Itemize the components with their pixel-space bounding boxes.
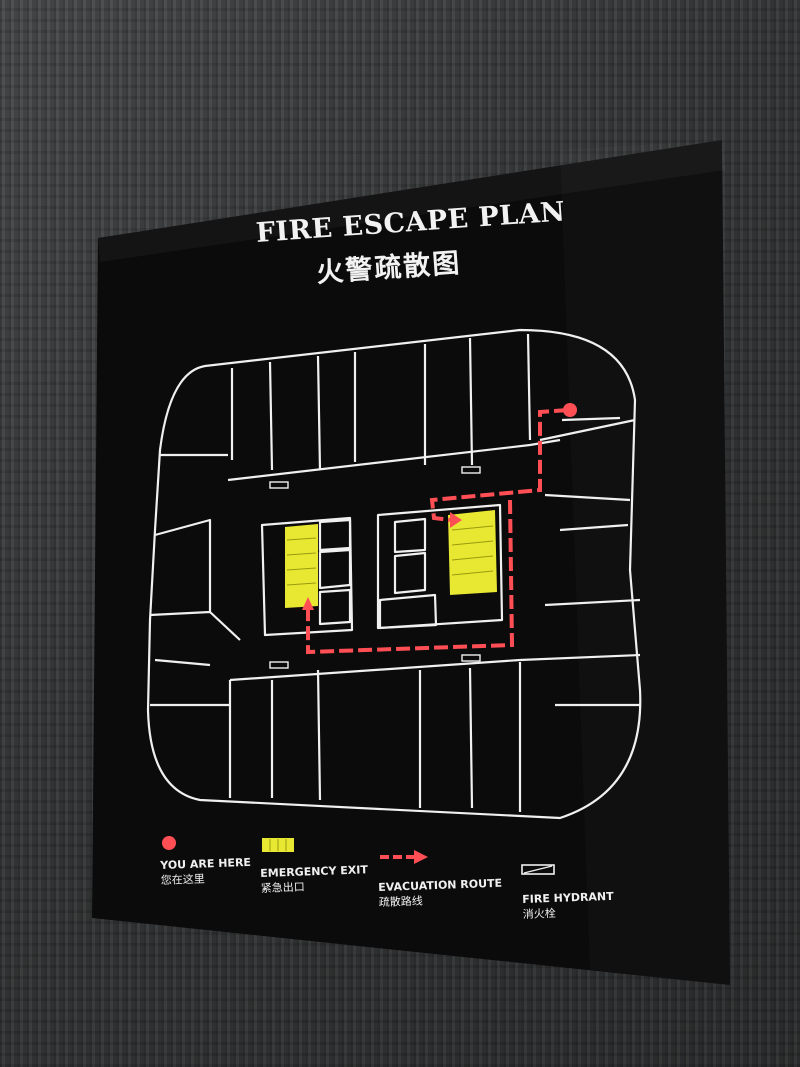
right-room-walls [519,418,641,707]
emergency-exit-stairs [285,510,497,608]
legend-you-are-here-icon [162,836,176,850]
legend-label-zh: 消火栓 [522,906,556,921]
route-to-left-exit [306,499,515,655]
top-room-walls [230,333,621,471]
legend-you-are-here: YOU ARE HERE 您在这里 [160,855,252,888]
route-arrow [302,597,314,610]
floor-plan [146,328,642,820]
core-left [260,516,354,637]
legend-exit-stripes [269,839,287,851]
elevators-right [378,517,438,630]
route-to-right-exit [429,408,569,522]
top-corridor-wall [160,438,561,482]
legend-fire-hydrant: FIRE HYDRANT 消火栓 [522,889,614,922]
core-right [376,503,504,630]
you-are-here-marker [563,403,577,417]
route-arrow [450,512,462,528]
evacuation-route [306,408,569,655]
legend-label-en: YOU ARE HERE [160,855,252,872]
sign-panel [92,140,730,985]
fire-hydrants [269,466,481,669]
legend-emergency-exit: EMERGENCY EXIT 紧急出口 [260,862,369,896]
panel-reflection [98,140,725,262]
left-room-walls [149,518,241,667]
exit-stair-left [285,524,318,608]
legend-fire-hydrant-icon [521,864,555,875]
bottom-room-walls [150,658,522,812]
elevators-left [318,518,352,626]
legend-label-en: FIRE HYDRANT [522,889,614,906]
legend-label-zh: 您在这里 [160,872,205,887]
hydrant [461,466,481,474]
legend-route-arrow-icon [414,850,428,864]
hydrant [461,654,481,662]
legend-evacuation-route: EVACUATION ROUTE 疏散路线 [378,876,503,910]
building-outline [146,328,642,820]
hydrant [269,661,289,669]
hydrant [269,481,289,489]
